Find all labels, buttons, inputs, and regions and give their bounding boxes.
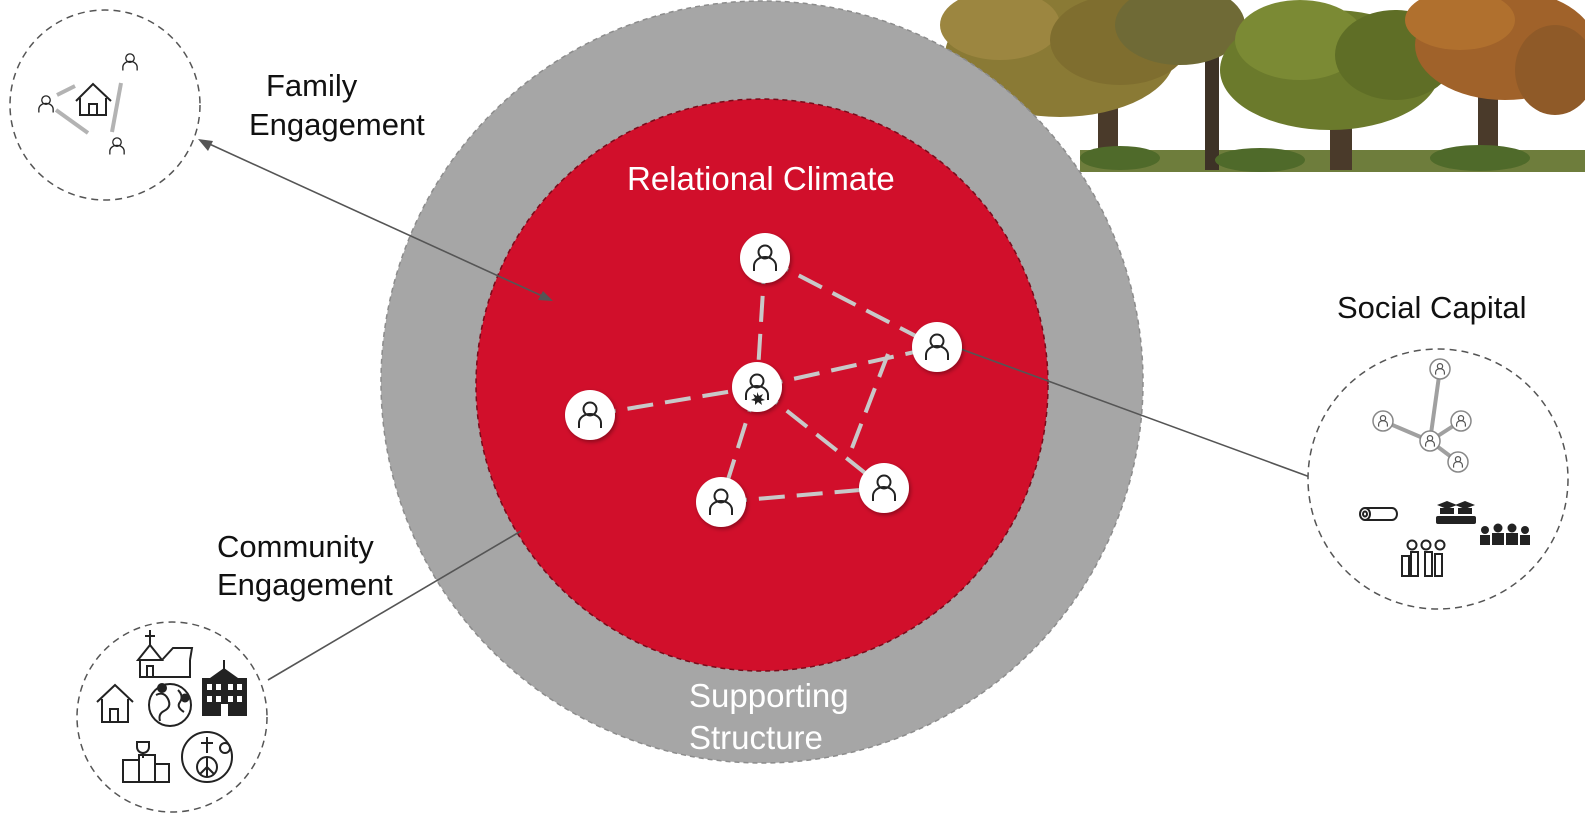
family-network-links [54, 82, 123, 135]
spark-icon [751, 392, 765, 405]
school-windows [207, 684, 242, 716]
family-engagement-label-line2: Engagement [249, 107, 425, 142]
family-engagement-label-line1: Family [266, 68, 358, 103]
house-icon [96, 683, 134, 723]
globe-icon [148, 683, 192, 727]
supporting-structure-label-line2: Structure [689, 719, 823, 756]
connector-lines [198, 139, 1311, 681]
relational-climate-label: Relational Climate [627, 160, 895, 197]
log-icon [1359, 507, 1398, 521]
trophy-podium-icon [122, 741, 170, 783]
church-icon [135, 630, 194, 678]
group-icon [1480, 523, 1530, 545]
graduates-icon [1436, 501, 1476, 524]
faith-symbols-icon [181, 731, 233, 783]
community-engagement-label-line1: Community [217, 529, 374, 564]
money-people-icon [1401, 539, 1446, 577]
community-engagement-label-line2: Engagement [217, 567, 393, 602]
social-capital-label: Social Capital [1337, 290, 1527, 325]
supporting-structure-label-line1: Supporting [689, 677, 849, 714]
house-icon [75, 82, 112, 116]
community-engagement-circle [76, 621, 268, 813]
